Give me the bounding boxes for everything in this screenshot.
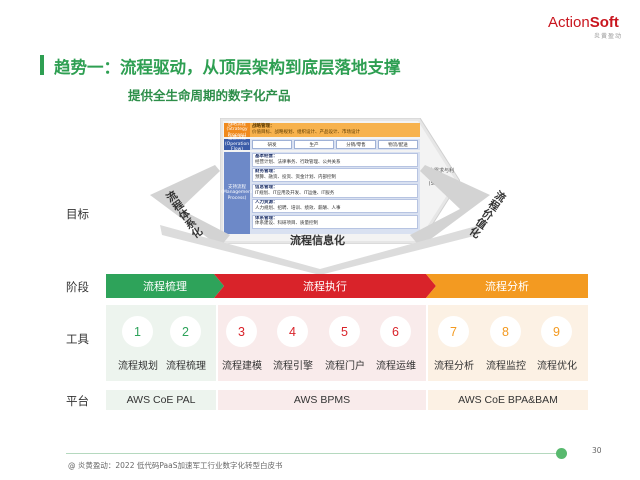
logo-subtitle: 炎黄盈动: [593, 33, 622, 40]
tool-number: 6: [380, 316, 411, 347]
tool-item[interactable]: 6 流程运维: [374, 310, 418, 374]
tool-number: 4: [277, 316, 308, 347]
center-label: 流程信息化: [290, 234, 345, 247]
tool-item[interactable]: 7 流程分析: [432, 310, 476, 374]
tool-item[interactable]: 9 流程优化: [535, 310, 579, 374]
strategy-content: 战略管理： 价值目标、战略规划、组织设计、产品设计、市场设计: [252, 124, 360, 136]
ops-cell: 物流/配送: [378, 140, 418, 149]
page-subtitle: 提供全生命周期的数字化产品: [128, 88, 291, 103]
tool-number: 8: [490, 316, 521, 347]
tools-bg-green: [106, 305, 216, 381]
phase-execution: 流程执行: [214, 274, 436, 298]
phase-analysis-text: 流程分析: [485, 280, 529, 293]
support-row-text: 预算、融资、投资、资金计划、内部控制: [255, 175, 336, 181]
page-title: 趋势一：流程驱动，从顶层架构到底层落地支撑: [54, 58, 401, 77]
support-row: 财务管理：预算、融资、投资、资金计划、内部控制: [252, 168, 418, 183]
support-row-text: IT规划、IT应用及开发、IT运维、IT服务: [255, 190, 335, 196]
support-row: 体系管理：体系建设、科研项目、质量控制: [252, 214, 418, 229]
ops-label-sub: (Operation Flow): [224, 141, 250, 153]
support-row-title: 财务管理：: [255, 169, 278, 175]
ops-cell: 分销/零售: [336, 140, 376, 149]
tool-name: 流程建模: [222, 361, 262, 372]
platform-bpms: AWS BPMS: [218, 390, 426, 410]
strategy-title: 战略管理：: [252, 124, 275, 129]
phase-execution-shape: [214, 274, 436, 298]
ops-cell: 研发: [252, 140, 292, 149]
tool-name: 流程门户: [325, 361, 365, 372]
phase-execution-text: 流程执行: [303, 280, 347, 293]
platform-bpa-bam: AWS CoE BPA&BAM: [428, 390, 588, 410]
tool-number: 1: [122, 316, 153, 347]
tool-name: 流程引擎: [273, 361, 313, 372]
v-arrows: [150, 165, 490, 275]
title-accent-bar: [40, 55, 44, 75]
support-row: 信息管理：IT规划、IT应用及开发、IT运维、IT服务: [252, 183, 418, 198]
strategy-label-text: 战略流程: [228, 121, 246, 127]
tool-number: 3: [226, 316, 257, 347]
tool-name: 流程规划: [118, 361, 158, 372]
logo-action-text: Action: [548, 14, 590, 31]
support-row-title: 体系管理：: [255, 215, 278, 221]
goal-label: 目标: [66, 207, 89, 221]
support-label-sub: (Management Process): [221, 190, 253, 201]
ops-label: 运营流程 (Operation Flow): [224, 136, 250, 153]
ops-label-text: 运营流程: [228, 136, 246, 142]
support-rows: 基本经营：经营计划、法律事务、行政管理、公共关系 财务管理：预算、融资、投资、资…: [252, 153, 418, 230]
footer-divider: [66, 453, 560, 454]
page-number: 30: [592, 446, 602, 455]
actionsoft-logo: ActionSoft 炎黄盈动: [548, 14, 624, 42]
phase-sorting-text: 流程梳理: [143, 280, 187, 293]
tool-number: 2: [170, 316, 201, 347]
phase-sorting-shape: [106, 274, 224, 298]
platform-label: 平台: [66, 394, 89, 408]
tool-item[interactable]: 4 流程引擎: [271, 310, 315, 374]
tool-item[interactable]: 8 流程监控: [484, 310, 528, 374]
strategy-label-sub: (Strategy Process): [226, 127, 248, 138]
tool-name: 流程分析: [434, 361, 474, 372]
support-row-text: 经营计划、法律事务、行政管理、公共关系: [255, 159, 341, 165]
support-row-title: 信息管理：: [255, 184, 278, 190]
strategy-text: 价值目标、战略规划、组织设计、产品设计、市场设计: [252, 130, 360, 136]
platform-pal: AWS CoE PAL: [106, 390, 216, 410]
tool-number: 5: [329, 316, 360, 347]
process-layers: 战略流程 (Strategy Process) 战略管理： 价值目标、战略规划、…: [221, 121, 420, 234]
tool-number: 7: [438, 316, 469, 347]
phase-label: 阶段: [66, 280, 89, 294]
tool-item[interactable]: 1 流程规划: [116, 310, 160, 374]
support-row-title: 人力资源：: [255, 200, 278, 206]
operation-band: 运营流程 (Operation Flow) 研发 生产 分销/零售 物流/配送: [224, 136, 420, 153]
support-band: 支持流程 (Management Process) 基本经营：经营计划、法律事务…: [221, 152, 420, 234]
support-row-text: 体系建设、科研项目、质量控制: [255, 221, 318, 227]
strategy-band: 战略流程 (Strategy Process) 战略管理： 价值目标、战略规划、…: [224, 121, 420, 138]
support-label-text: 支持流程: [228, 184, 246, 190]
tool-name: 流程运维: [376, 361, 416, 372]
support-row: 人力资源：人力规划、招聘、培训、绩效、薪酬、人事: [252, 199, 418, 214]
support-row: 基本经营：经营计划、法律事务、行政管理、公共关系: [252, 153, 418, 167]
footer-dot: [556, 448, 567, 459]
tool-name: 流程梳理: [166, 361, 206, 372]
tool-item[interactable]: 2 流程梳理: [164, 310, 208, 374]
support-row-title: 基本经营：: [255, 154, 278, 159]
tool-name: 流程优化: [537, 361, 577, 372]
phase-analysis: 流程分析: [426, 274, 588, 298]
support-label: 支持流程 (Management Process): [221, 152, 253, 234]
ops-cells: 研发 生产 分销/零售 物流/配送: [252, 140, 418, 149]
logo-soft-text: Soft: [589, 14, 619, 31]
tool-item[interactable]: 3 流程建模: [220, 310, 264, 374]
tool-number: 9: [541, 316, 572, 347]
tool-name: 流程监控: [486, 361, 526, 372]
tools-label: 工具: [66, 332, 89, 346]
support-row-text: 人力规划、招聘、培训、绩效、薪酬、人事: [255, 206, 341, 212]
footer-source: @ 炎黄盈动：2022 低代码PaaS加速军工行业数字化转型白皮书: [68, 461, 283, 470]
phase-analysis-shape: [426, 274, 588, 298]
ops-cell: 生产: [294, 140, 334, 149]
strategy-label: 战略流程 (Strategy Process): [224, 121, 250, 138]
phase-sorting: 流程梳理: [106, 274, 224, 298]
tool-item[interactable]: 5 流程门户: [323, 310, 367, 374]
